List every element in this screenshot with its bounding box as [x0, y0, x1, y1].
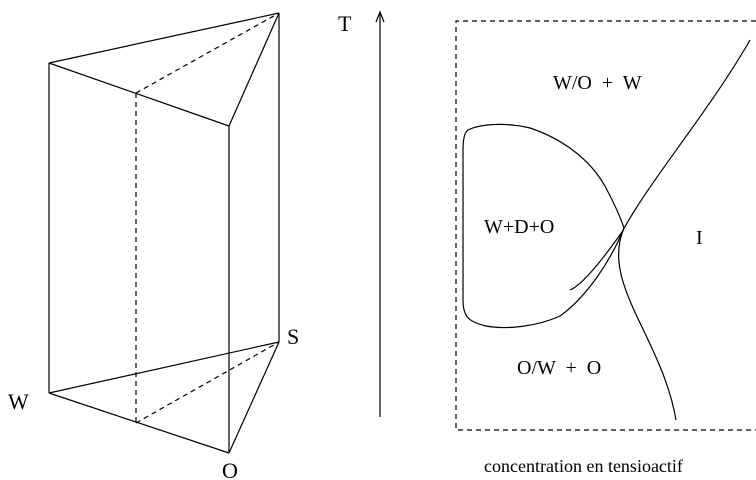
temperature-axis-label: T — [338, 11, 352, 36]
ternary-prism — [48, 12, 280, 454]
three-phase-boundary — [462, 123, 625, 329]
prism-top-edge-right — [228, 12, 280, 127]
section-top-dashed — [135, 12, 280, 94]
phase-section — [455, 20, 756, 431]
prism-base-edge-w-o — [48, 392, 230, 454]
region-label-lower: O/W + O — [517, 357, 601, 379]
x-axis-label: concentration en tensioactif — [484, 456, 683, 476]
prism-top-edge-front — [48, 62, 230, 127]
temperature-axis — [375, 10, 385, 417]
temperature-axis-arrowhead — [375, 10, 385, 23]
vertex-label-w: W — [8, 389, 29, 414]
vertex-label-s: S — [287, 324, 299, 349]
region-label-right: I — [696, 227, 703, 249]
region-label-left: W+D+O — [484, 216, 554, 238]
prism-base-edge-o-s — [228, 341, 280, 454]
section-bottom-dashed — [135, 341, 280, 424]
inversion-line — [618, 227, 677, 421]
region-label-upper: W/O + W — [553, 72, 642, 94]
phase-section-frame — [455, 20, 756, 431]
prism-base-edge-w-s — [48, 341, 280, 394]
w-o-boundary-line — [569, 39, 751, 291]
prism-top-edge-left — [48, 12, 280, 64]
vertex-label-o: O — [222, 458, 238, 480]
